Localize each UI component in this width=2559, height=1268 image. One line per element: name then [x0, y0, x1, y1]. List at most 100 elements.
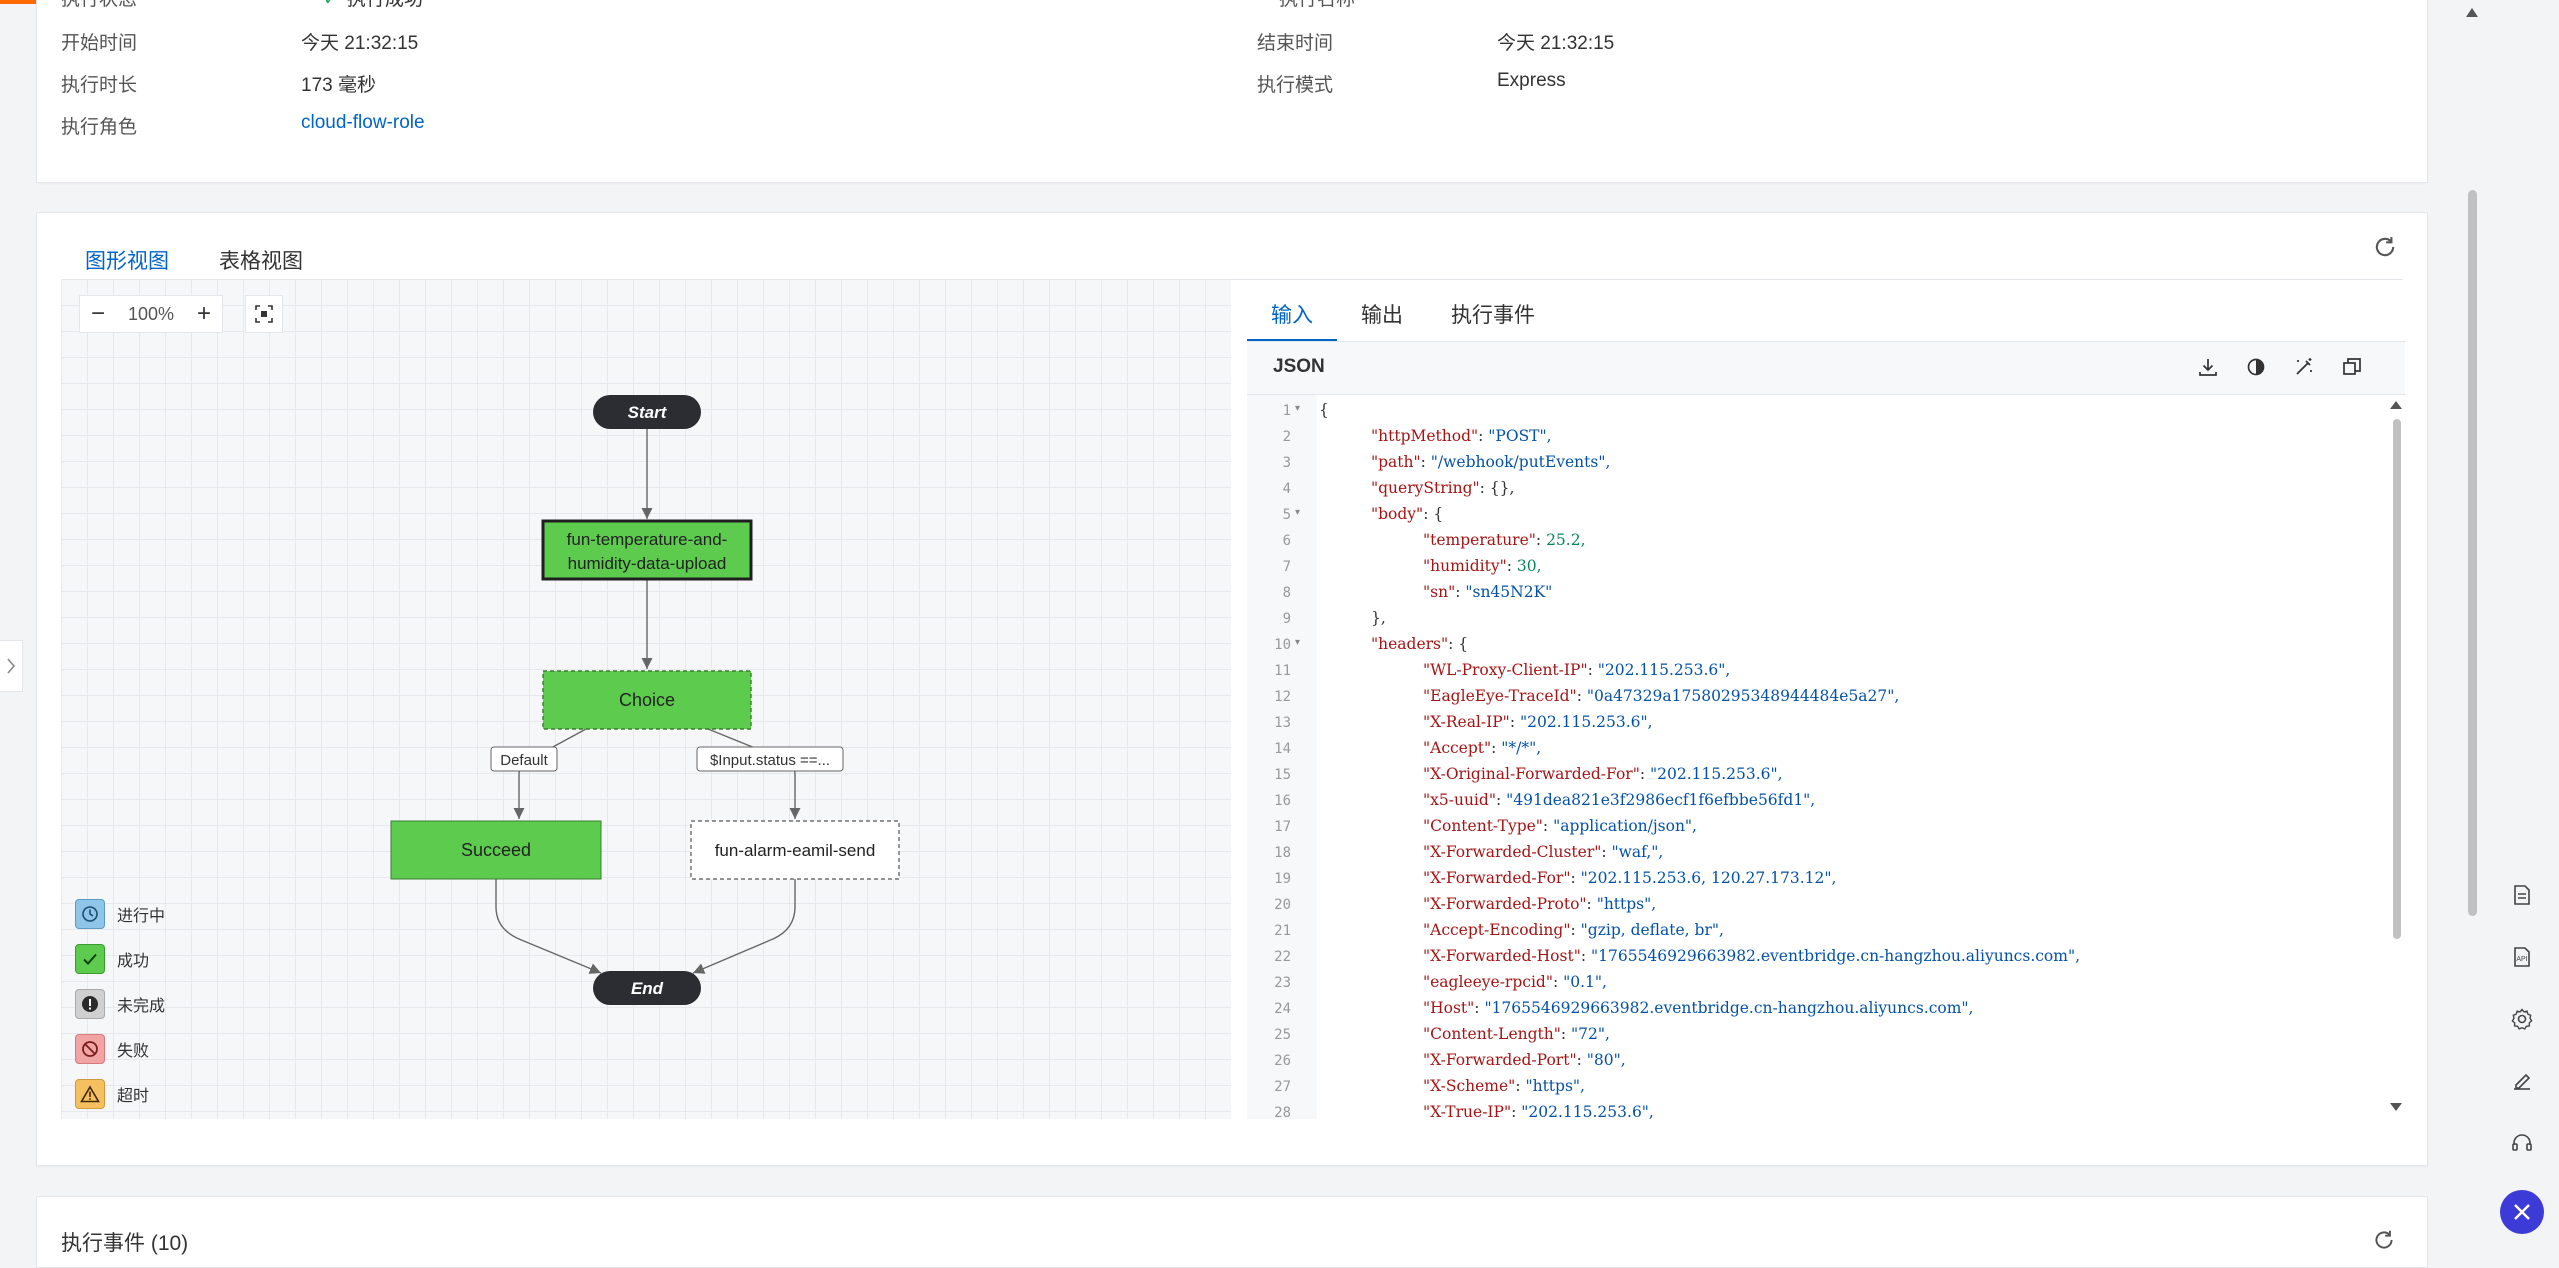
line-number: 20 [1274, 897, 1291, 913]
zoom-in-button[interactable]: + [196, 300, 211, 327]
fold-toggle-icon[interactable]: ▾ [1295, 507, 1301, 518]
line-number: 2 [1282, 429, 1291, 445]
copy-icon[interactable] [2339, 354, 2365, 380]
code-line: 7"humidity": 30, [1247, 557, 2377, 583]
role-link[interactable]: cloud-flow-role [301, 112, 425, 133]
code-line: 9}, [1247, 609, 2377, 635]
flow-canvas[interactable]: − 100% + Start [61, 279, 1231, 1119]
api-icon[interactable]: API [2507, 942, 2537, 972]
line-number: 22 [1274, 949, 1291, 965]
ai-assistant-icon[interactable] [2500, 1190, 2544, 1234]
code-text: "headers": { [1371, 635, 1469, 653]
line-number: 8 [1282, 585, 1291, 601]
events-title: 执行事件 (10) [61, 1232, 189, 1255]
legend-item-timeout: 超时 [75, 1071, 165, 1116]
json-editor[interactable]: 1▾{2"httpMethod": "POST",3"path": "/webh… [1247, 395, 2405, 1119]
code-text: "body": { [1371, 505, 1444, 523]
node-temperature-upload[interactable]: fun-temperature-and- humidity-data-uploa… [541, 519, 753, 581]
code-text: "Accept-Encoding": "gzip, deflate, br", [1423, 921, 1724, 939]
warning-icon [75, 1078, 105, 1109]
end-label: 结束时间 [1257, 33, 1334, 54]
line-number: 1 [1282, 403, 1291, 419]
code-line: 22 "X-Forwarded-Host": "1765546929663982.… [1247, 947, 2377, 973]
fit-view-button[interactable] [245, 295, 283, 333]
edge-succeed-end [495, 877, 602, 974]
line-number: 7 [1282, 559, 1291, 575]
line-number: 17 [1274, 819, 1291, 835]
sidebar-expand-button[interactable] [0, 640, 23, 692]
legend-label-running: 进行中 [117, 907, 166, 925]
node-alarm-email-send[interactable]: fun-alarm-eamil-send [690, 820, 900, 880]
node-choice[interactable]: Choice [542, 670, 752, 730]
tab-output[interactable]: 输出 [1361, 304, 1403, 327]
editor-scroll-thumb[interactable] [2393, 419, 2401, 939]
svg-text:API: API [2516, 956, 2527, 963]
flow-diagram: Start fun-temperature-and- humidity-data… [390, 395, 900, 1005]
events-refresh-button[interactable] [2371, 1227, 2399, 1255]
role-label: 执行角色 [61, 117, 138, 138]
page-scroll-up-icon[interactable] [2466, 8, 2478, 17]
code-text: "X-Forwarded-Cluster": "waf,", [1423, 843, 1664, 861]
node-end[interactable]: End [593, 971, 701, 1005]
line-number: 9 [1282, 611, 1291, 627]
node-end-label: End [631, 979, 664, 998]
line-number: 5 [1282, 507, 1291, 523]
line-number: 3 [1282, 455, 1291, 471]
fold-toggle-icon[interactable]: ▾ [1295, 637, 1301, 648]
download-icon[interactable] [2195, 354, 2221, 380]
edit-icon[interactable] [2507, 1066, 2537, 1096]
page-scrollbar[interactable] [2464, 0, 2480, 1253]
code-text: "X-Forwarded-Proto": "https", [1423, 895, 1657, 913]
status-value: ✓执行成功 [323, 0, 423, 11]
code-line: 5 ▾ "body": { [1247, 505, 2377, 531]
code-text: "X-Forwarded-Host": "1765546929663982.ev… [1423, 947, 2081, 965]
code-line: 12"EagleEye-TraceId": "0a47329a175802953… [1247, 687, 2377, 713]
editor-scrollbar[interactable] [2389, 395, 2405, 1119]
line-number: 24 [1274, 1001, 1291, 1017]
execution-info-card: 执行状态 ✓执行成功 执行名称 38654870-40b5-437c-8ad1-… [36, 0, 2428, 183]
node-start[interactable]: Start [593, 395, 701, 429]
code-line: 28"X-True-IP": "202.115.253.6", [1247, 1103, 2377, 1119]
fold-toggle-icon[interactable]: ▾ [1295, 403, 1301, 414]
zoom-controls: − 100% + [79, 295, 223, 333]
tab-table-view[interactable]: 表格视图 [219, 250, 303, 273]
io-tabs-divider [1247, 341, 2405, 342]
refresh-icon [2375, 1230, 2393, 1249]
zoom-out-button[interactable]: − [90, 300, 105, 327]
start-label: 开始时间 [61, 33, 138, 54]
tab-graph-view[interactable]: 图形视图 [85, 231, 169, 286]
node-succeed[interactable]: Succeed [390, 820, 602, 880]
duration-value: 173 毫秒 [301, 75, 376, 96]
code-line: 19"X-Forwarded-For": "202.115.253.6, 120… [1247, 869, 2377, 895]
refresh-button[interactable] [2371, 233, 2399, 261]
line-number: 10 [1274, 637, 1291, 653]
line-number: 13 [1274, 715, 1291, 731]
line-number: 6 [1282, 533, 1291, 549]
code-line: 10 ▾ "headers": { [1247, 635, 2377, 661]
tab-input[interactable]: 输入 [1247, 279, 1337, 342]
line-number: 12 [1274, 689, 1291, 705]
view-tabs-divider [61, 279, 2403, 280]
code-line: 2"httpMethod": "POST", [1247, 427, 2377, 453]
scroll-up-icon[interactable] [2390, 401, 2402, 409]
code-text: "X-Real-IP": "202.115.253.6", [1423, 713, 1653, 731]
legend-item-failed: 失败 [75, 1026, 165, 1071]
code-text: "sn": "sn45N2K" [1423, 583, 1553, 601]
node-task1-label-1: fun-temperature-and- [567, 530, 728, 549]
start-value: 今天 21:32:15 [301, 33, 419, 54]
code-line: 15"X-Original-Forwarded-For": "202.115.2… [1247, 765, 2377, 791]
gear-icon[interactable] [2507, 1004, 2537, 1034]
page-scroll-thumb[interactable] [2468, 190, 2477, 916]
headset-icon[interactable] [2507, 1128, 2537, 1158]
line-number: 19 [1274, 871, 1291, 887]
document-icon[interactable] [2507, 880, 2537, 910]
code-line: 13 "X-Real-IP": "202.115.253.6", [1247, 713, 2377, 739]
theme-icon[interactable] [2243, 354, 2269, 380]
line-number: 27 [1274, 1079, 1291, 1095]
format-icon[interactable] [2291, 354, 2317, 380]
view-tabs: 图形视图 表格视图 [85, 231, 353, 286]
tab-execution-events[interactable]: 执行事件 [1451, 304, 1535, 327]
line-number: 28 [1274, 1105, 1291, 1119]
status-text: 执行成功 [347, 0, 423, 10]
scroll-down-icon[interactable] [2390, 1103, 2402, 1111]
